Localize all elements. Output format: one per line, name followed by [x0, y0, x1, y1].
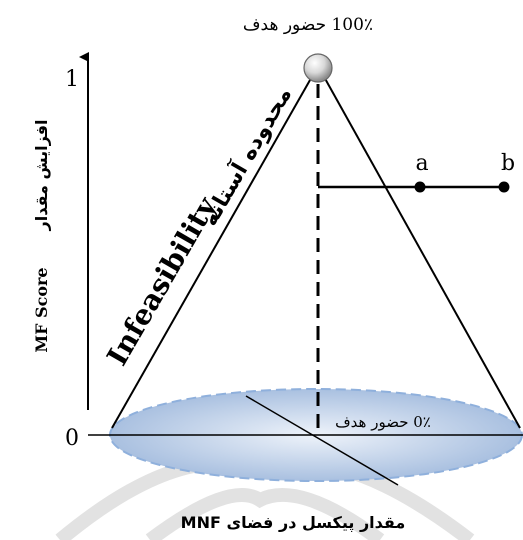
point-b-marker: [498, 181, 510, 193]
point-a-label: a: [415, 151, 428, 176]
threshold-range-label: محدوده آستانه: [195, 82, 297, 231]
point-a-marker: [414, 181, 426, 193]
y-tick-min: 0: [65, 426, 79, 451]
point-b-label: b: [501, 151, 515, 176]
y-axis-label-persian: افزایش مقدار: [32, 120, 51, 232]
threshold-diagonal-line: [245, 395, 399, 486]
cone-right-side: [317, 65, 521, 429]
top-presence-label: 100٪ حضور هدف: [243, 15, 373, 35]
y-axis-label-english: MF Score: [32, 267, 51, 352]
x-axis-label: مقدار پیکسل در فضای MNF: [181, 513, 406, 533]
cone-left-side: [111, 65, 319, 429]
apex-sphere: [303, 53, 333, 83]
bottom-presence-label: 0٪ حضور هدف: [335, 413, 431, 431]
y-tick-max: 1: [65, 67, 79, 92]
